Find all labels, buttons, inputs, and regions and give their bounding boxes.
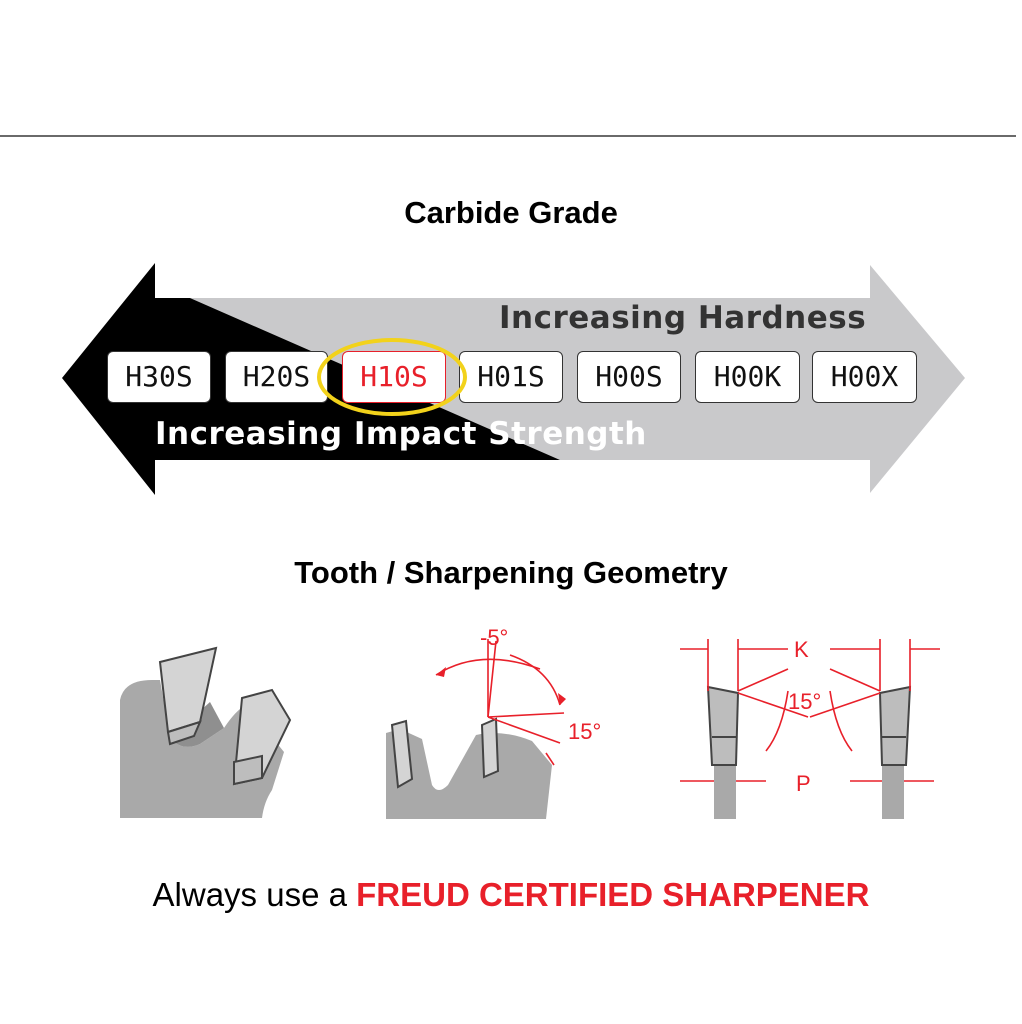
kerf-plate-illustration: K 15° P [680, 637, 940, 819]
increasing-hardness-label: Increasing Hardness [499, 300, 867, 336]
grade-h10s-selected: H10S [342, 351, 446, 403]
top-divider [0, 135, 1016, 137]
impact-arrow [62, 263, 835, 495]
grade-h00x: H00X [812, 351, 917, 403]
fifteen-degree-label-right: 15° [568, 719, 601, 744]
rake-angle-illustration: -5° 15° [386, 625, 601, 819]
k-dimension-label: K [794, 637, 809, 662]
grade-h01s: H01S [459, 351, 563, 403]
grade-h00k: H00K [695, 351, 800, 403]
increasing-impact-strength-label: Increasing Impact Strength [155, 416, 647, 452]
blade-teeth-illustration [120, 646, 292, 818]
fifteen-degree-label-center: 15° [788, 689, 821, 714]
selected-grade-ring [317, 338, 467, 416]
tooth-geometry-title: Tooth / Sharpening Geometry [294, 555, 728, 590]
footer-prefix: Always use a [152, 876, 357, 913]
grade-h00s: H00S [577, 351, 681, 403]
freud-certified-sharpener-highlight: FREUD CERTIFIED SHARPENER [356, 876, 870, 913]
p-dimension-label: P [796, 771, 811, 796]
carbide-grade-title: Carbide Grade [404, 195, 618, 230]
minus-five-degree-label: -5° [480, 625, 508, 650]
footer-message: Always use a FREUD CERTIFIED SHARPENER [0, 876, 1022, 914]
grade-h30s: H30S [107, 351, 211, 403]
grade-h20s: H20S [225, 351, 328, 403]
